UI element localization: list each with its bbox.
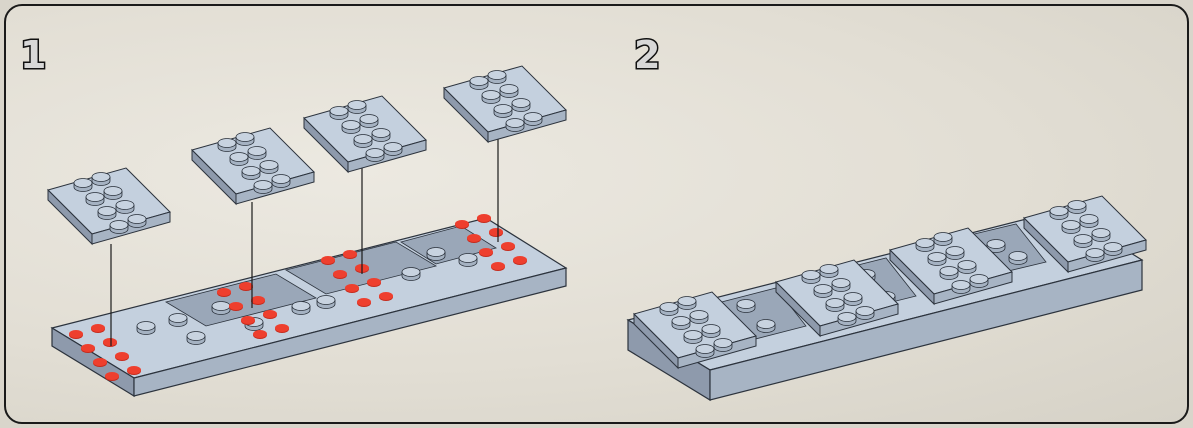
instruction-panel: 1 2 <box>4 4 1189 424</box>
plate-2x4-b <box>192 128 314 204</box>
step-2-assembly <box>628 196 1146 400</box>
plate-2x4-c <box>304 96 426 172</box>
build-steps-illustration <box>6 6 1187 422</box>
plate-2x4-d <box>444 66 566 142</box>
plate-2x4-a <box>48 168 170 244</box>
step-1-assembly <box>48 66 566 396</box>
base-plate-step-1 <box>52 214 566 396</box>
